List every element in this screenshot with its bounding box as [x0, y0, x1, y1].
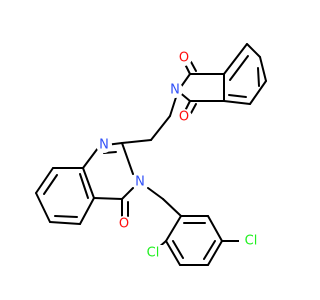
bond — [162, 198, 182, 217]
label-backdrop — [143, 245, 165, 261]
bond — [49, 221, 81, 225]
bond-double-inner — [228, 94, 247, 98]
ethyl-linker — [121, 90, 179, 144]
bond-double-inner — [103, 151, 117, 154]
phthalimide-benzene-ring — [223, 43, 267, 105]
bond-double-inner — [54, 215, 78, 218]
bond-double-inner — [203, 240, 216, 260]
molecule-diagram: O N O N N O Cl Cl — [35, 43, 267, 266]
bond — [259, 56, 267, 82]
quinazolinone-pyrimidine-ring — [82, 142, 134, 217]
label-backdrop — [239, 233, 263, 249]
bond — [35, 192, 51, 223]
atom-o-top: O — [179, 51, 189, 66]
atom-o-quinazolinone: O — [119, 217, 129, 232]
imide-ring — [177, 59, 225, 116]
bond-double-inner — [79, 173, 89, 199]
bond — [121, 187, 134, 200]
bond — [93, 197, 123, 200]
label-backdrop — [132, 174, 148, 190]
bond — [223, 100, 251, 105]
label-backdrop — [96, 137, 112, 153]
bond — [207, 215, 223, 242]
bond-double-inner — [43, 174, 58, 195]
quinazolinone-benzo-ring — [35, 167, 95, 225]
atom-cl-ortho: Cl — [147, 246, 160, 261]
bond-double-inner — [229, 55, 249, 81]
bond — [246, 43, 261, 58]
dichlorophenyl-ring — [157, 198, 241, 266]
atom-n-ring: N — [99, 138, 109, 153]
bond-double-inner — [172, 240, 184, 259]
label-backdrop — [176, 50, 192, 66]
structure-drawing: O N O N N O Cl Cl — [35, 43, 267, 266]
bond — [165, 240, 181, 266]
atom-n-imide: N — [170, 83, 180, 98]
atom-n-substituted: N — [135, 175, 145, 190]
bond — [207, 240, 223, 266]
bond — [121, 142, 134, 175]
bond — [79, 197, 95, 225]
bond — [35, 167, 54, 194]
n-aryl-bond — [147, 187, 164, 200]
bond — [223, 43, 248, 75]
atom-cl-para: Cl — [245, 234, 258, 249]
bond-double-inner — [257, 67, 260, 87]
label-backdrop — [116, 216, 132, 232]
label-backdrop — [176, 109, 192, 125]
bond — [121, 139, 152, 144]
atom-o-bottom: O — [179, 110, 189, 125]
bond — [82, 147, 99, 169]
bond — [150, 115, 171, 141]
bond — [165, 215, 182, 242]
atom-labels: O N O N N O Cl Cl — [96, 50, 263, 261]
label-backdrop — [167, 82, 183, 98]
bond — [82, 167, 95, 199]
bond — [249, 80, 267, 105]
